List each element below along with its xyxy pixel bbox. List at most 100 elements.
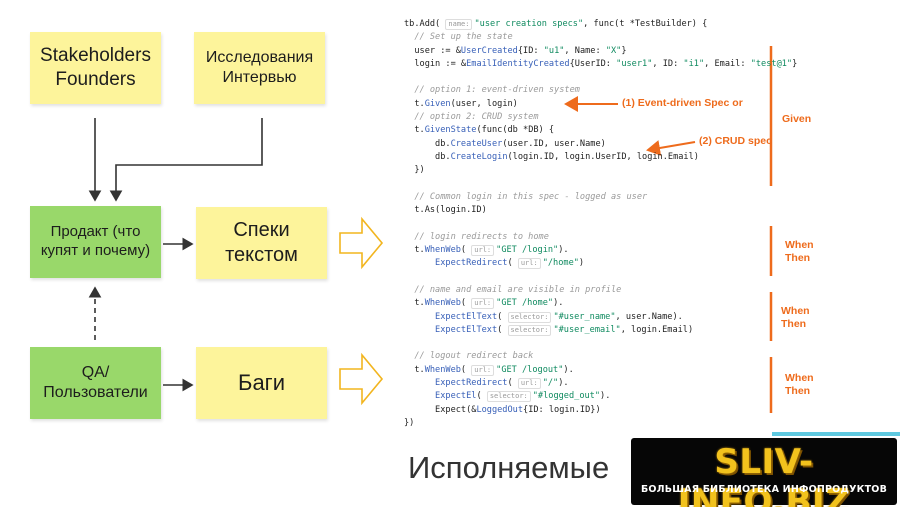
code-token: ( xyxy=(460,364,472,375)
block-arrow-bugs xyxy=(339,352,384,406)
code-token: Expect(& xyxy=(404,404,477,415)
code-token: GivenState xyxy=(424,125,477,136)
code-line: ExpectEl( selector:"#logged_out"). xyxy=(404,390,774,403)
code-token xyxy=(404,378,435,388)
sticky-qa: QA/ Пользователи xyxy=(30,347,161,419)
code-token: WhenWeb xyxy=(424,298,461,309)
sticky-stakeholders: Stakeholders Founders xyxy=(30,32,161,104)
note-when-then-1: When Then xyxy=(785,239,814,264)
code-line xyxy=(404,337,774,350)
code-token: LoggedOut xyxy=(476,404,524,415)
code-token: ). xyxy=(558,378,569,389)
code-line: Expect(&LoggedOut{ID: login.ID}) xyxy=(404,404,774,417)
code-token: (func(db *DB) { xyxy=(476,125,555,136)
code-token: "user1" xyxy=(616,58,653,69)
code-token: db. xyxy=(404,151,451,162)
code-token: "test@1" xyxy=(750,58,793,69)
block-arrow-specs xyxy=(339,216,384,270)
code-token xyxy=(404,258,435,268)
code-token xyxy=(404,325,435,335)
param-hint: url: xyxy=(471,364,495,376)
code-token: "#user_email" xyxy=(553,324,621,335)
code-token: ). xyxy=(563,364,574,375)
code-token: // Set up the state xyxy=(404,32,513,43)
code-token: ) xyxy=(578,258,585,269)
code-line: // Common login in this spec - logged as… xyxy=(404,191,774,204)
code-line xyxy=(404,271,774,284)
watermark-sub-text: БОЛЬШАЯ БИБЛИОТЕКА ИНФОПРОДУКТОВ xyxy=(640,484,888,495)
code-line: t.Given(user, login) xyxy=(404,98,774,111)
code-token: {ID: xyxy=(517,45,544,56)
code-token: ( xyxy=(497,324,508,335)
code-token: WhenWeb xyxy=(424,245,461,256)
code-token: // login redirects to home xyxy=(404,231,549,242)
code-line: t.WhenWeb( url:"GET /home"). xyxy=(404,297,774,310)
watermark-logo: SLIV-INFO.BIZ БОЛЬШАЯ БИБЛИОТЕКА ИНФОПРО… xyxy=(631,438,897,507)
code-token: (user, login) xyxy=(450,98,518,109)
code-token: }) xyxy=(404,417,415,428)
code-token: t. xyxy=(404,298,425,309)
param-hint: url: xyxy=(517,378,541,390)
code-token: tb.Add( xyxy=(404,19,446,29)
code-token: ). xyxy=(558,245,569,256)
code-token: , ID: xyxy=(652,58,684,69)
sticky-product: Продакт (что купят и почему) xyxy=(30,206,161,278)
code-block: tb.Add( name:"user creation specs", func… xyxy=(404,18,797,430)
code-token: UserCreated xyxy=(460,45,518,56)
code-line xyxy=(404,178,774,191)
code-line xyxy=(404,71,774,84)
code-line: // logout redirect back xyxy=(404,350,774,363)
code-line: // name and email are visible in profile xyxy=(404,284,774,297)
code-line: // option 2: CRUD system xyxy=(404,111,774,124)
code-line: tb.Add( name:"user creation specs", func… xyxy=(404,18,774,31)
param-hint: name: xyxy=(445,19,473,30)
footer-title: Исполняемые xyxy=(408,450,610,485)
code-token: db. xyxy=(404,138,451,149)
code-line: ExpectElText( selector:"#user_email", lo… xyxy=(404,324,774,337)
code-line: // Set up the state xyxy=(404,31,774,44)
code-token: "/home" xyxy=(542,258,579,269)
code-token: ExpectRedirect xyxy=(435,378,508,389)
watermark-main-text: SLIV-INFO.BIZ xyxy=(677,442,851,507)
code-token: (user.ID, user.Name) xyxy=(502,138,606,149)
code-token: ). xyxy=(600,391,611,402)
param-hint: url: xyxy=(471,245,495,257)
sticky-bugs: Баги xyxy=(196,347,327,419)
param-hint: url: xyxy=(471,298,495,310)
code-token: } xyxy=(621,45,627,56)
code-token: "#user_name" xyxy=(553,311,616,322)
code-token xyxy=(404,391,435,401)
code-token: } xyxy=(792,58,798,69)
code-token: , login.Email) xyxy=(620,324,694,335)
code-line: t.GivenState(func(db *DB) { xyxy=(404,124,774,137)
code-token: // option 1: event-driven system xyxy=(404,85,580,96)
code-token: "#logged_out" xyxy=(532,391,601,402)
code-line: ExpectRedirect( url:"/home") xyxy=(404,257,774,270)
code-line: }) xyxy=(404,417,774,430)
code-token: ExpectRedirect xyxy=(435,258,508,269)
code-token: ( xyxy=(460,298,472,309)
code-token: {ID: login.ID}) xyxy=(523,404,601,415)
code-token: // logout redirect back xyxy=(404,351,534,362)
code-line: db.CreateUser(user.ID, user.Name) xyxy=(404,138,774,151)
code-token: "GET /logout" xyxy=(496,364,564,375)
arrow-research-to-product xyxy=(109,118,263,202)
code-token: ( xyxy=(507,258,518,269)
code-token: "GET /login" xyxy=(496,245,559,256)
code-token: Given xyxy=(424,98,451,109)
code-line: ExpectRedirect( url:"/"). xyxy=(404,377,774,390)
code-line: user := &UserCreated{ID: "u1", Name: "X"… xyxy=(404,45,774,58)
code-token: CreateLogin xyxy=(450,151,508,162)
sticky-specs: Спеки текстом xyxy=(196,207,327,279)
code-token: t. xyxy=(404,364,425,375)
code-token: (login.ID, login.UserID, login.Email) xyxy=(507,151,699,162)
sticky-research: Исследования Интервью xyxy=(194,32,325,104)
code-token: WhenWeb xyxy=(424,364,461,375)
code-line: login := &EmailIdentityCreated{UserID: "… xyxy=(404,58,797,71)
code-line: ExpectElText( selector:"#user_name", use… xyxy=(404,311,774,324)
code-token: , func(t *TestBuilder) { xyxy=(583,19,708,29)
code-token: , user.Name). xyxy=(615,311,683,322)
code-line: t.WhenWeb( url:"GET /logout"). xyxy=(404,364,774,377)
code-line: t.As(login.ID) xyxy=(404,204,774,217)
